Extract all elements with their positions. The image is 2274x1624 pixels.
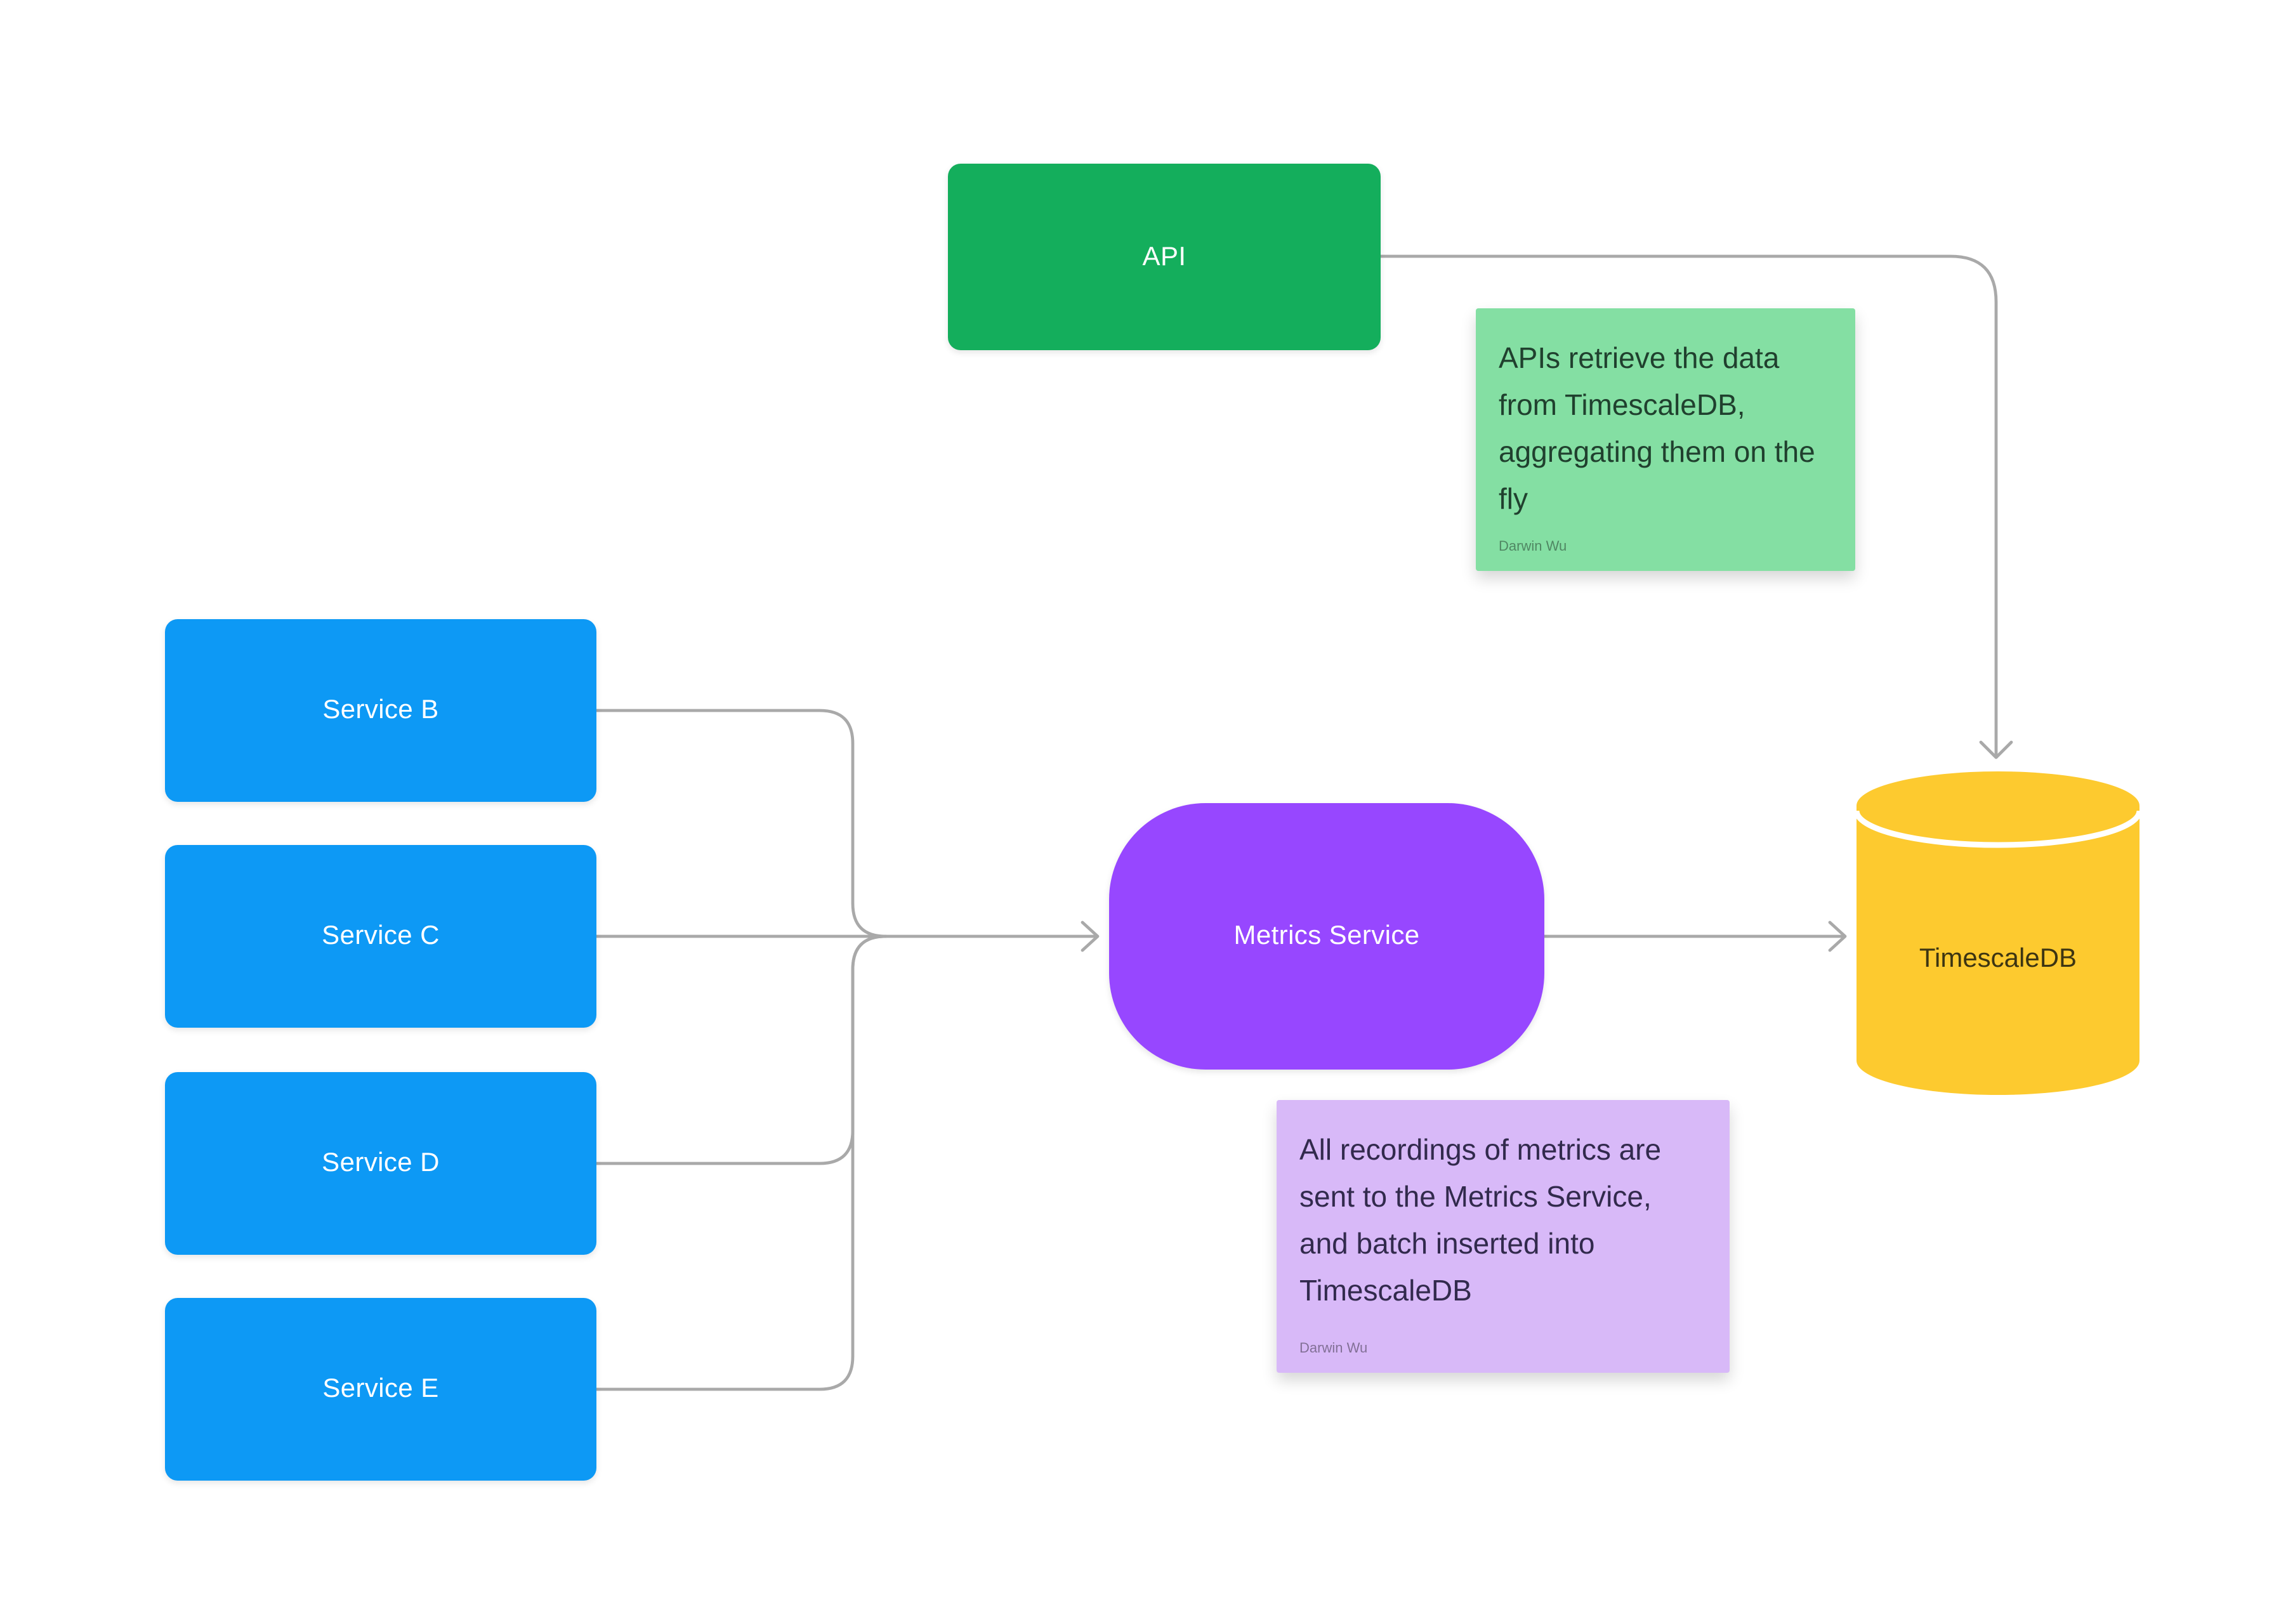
node-service-b[interactable]: Service B xyxy=(165,619,596,802)
connector-line[interactable] xyxy=(1379,254,1998,758)
cylinder-body[interactable] xyxy=(1857,771,2139,1095)
node-metrics-service-label: Metrics Service xyxy=(1233,921,1420,950)
arrowhead-right-icon xyxy=(1828,920,1847,952)
node-metrics-service[interactable]: Metrics Service xyxy=(1109,803,1544,1070)
arrowhead-right-icon xyxy=(1081,920,1100,952)
sticky-note-api[interactable]: APIs retrieve the data from TimescaleDB,… xyxy=(1476,308,1855,571)
node-service-e[interactable]: Service E xyxy=(165,1298,596,1481)
timescaledb-cylinder[interactable] xyxy=(1853,771,2143,1095)
timescaledb-label: TimescaleDB xyxy=(1919,943,2077,972)
arrowhead-down-icon xyxy=(1979,740,2013,759)
connector-service-e-to-metrics[interactable] xyxy=(595,934,888,1391)
sticky-note-author: Darwin Wu xyxy=(1499,539,1567,554)
connector-service-c-to-metrics[interactable] xyxy=(595,920,1100,952)
cylinder-lid-line xyxy=(1853,810,2143,848)
node-api[interactable]: API xyxy=(948,164,1381,350)
sticky-note-text: All recordings of metrics are sent to th… xyxy=(1299,1133,1662,1307)
node-service-b-label: Service B xyxy=(322,695,439,724)
node-api-label: API xyxy=(1142,242,1186,271)
node-service-c[interactable]: Service C xyxy=(165,845,596,1028)
connector-service-b-to-metrics[interactable] xyxy=(595,709,888,938)
node-service-c-label: Service C xyxy=(322,921,440,950)
connector-metrics-to-timescaledb[interactable] xyxy=(1542,920,1847,952)
connector-api-to-timescaledb[interactable] xyxy=(1379,254,2013,759)
sticky-note-text: APIs retrieve the data from TimescaleDB,… xyxy=(1499,341,1815,515)
sticky-note-author: Darwin Wu xyxy=(1299,1341,1368,1356)
node-service-d[interactable]: Service D xyxy=(165,1072,596,1255)
node-service-e-label: Service E xyxy=(322,1374,439,1403)
connector-service-d-to-metrics[interactable] xyxy=(595,934,888,1165)
sticky-note-metrics[interactable]: All recordings of metrics are sent to th… xyxy=(1277,1100,1730,1373)
node-service-d-label: Service D xyxy=(322,1148,440,1177)
